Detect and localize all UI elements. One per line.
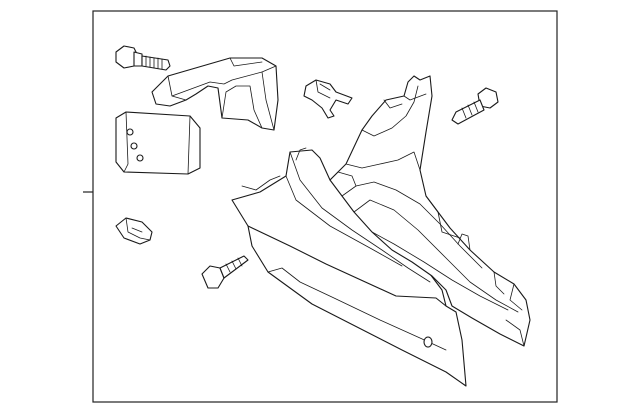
mount-plate	[115, 111, 201, 175]
bolt-top-left	[115, 45, 171, 71]
screw-bottom	[201, 255, 249, 289]
bolt-right	[451, 87, 499, 125]
small-clip	[115, 217, 153, 245]
diagram-frame	[92, 10, 558, 403]
console-panel	[231, 75, 531, 387]
spring-clip	[303, 79, 353, 119]
upper-bracket	[151, 57, 279, 131]
